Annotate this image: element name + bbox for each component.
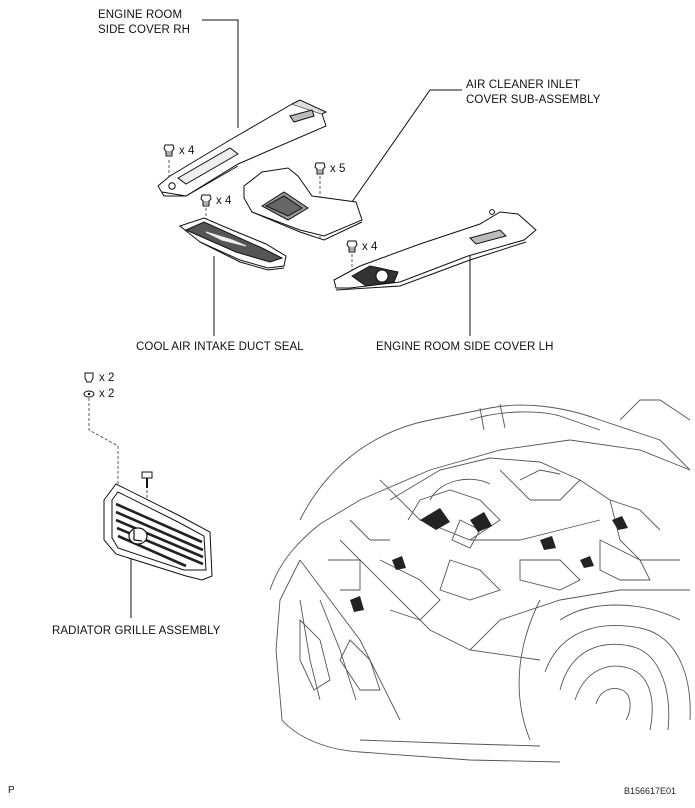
figure-id: B156617E01 [624,786,677,796]
clip-icon-aircleaner [314,162,326,175]
car-body-illustration [269,399,691,763]
label-air-cleaner-inlet-cover: AIR CLEANER INLET COVER SUB-ASSEMBLY [466,79,601,106]
clip-nut-icon [83,390,95,398]
engine-shading [350,508,628,612]
air-cleaner-inlet-cover-part [243,167,363,241]
clip-icons [83,144,358,488]
label-radiator-grille-assembly: RADIATOR GRILLE ASSEMBLY [52,625,221,637]
clip-icon-rh [163,144,175,157]
qty-grille-clips: x 2 [99,388,115,400]
qty-grille-pins: x 2 [99,372,115,384]
label-engine-room-side-cover-lh: ENGINE ROOM SIDE COVER LH [376,341,554,353]
qty-rh-clips: x 4 [179,145,195,157]
leader-lines [130,19,471,618]
clip-icon-lh [346,240,358,253]
label-engine-room-side-cover-rh: ENGINE ROOM SIDE COVER RH [98,9,191,36]
leader-aircleaner [344,89,462,213]
qty-lh-clips: x 4 [362,241,378,253]
radiator-grille-part [103,483,213,581]
label-cool-air-intake-duct-seal: COOL AIR INTAKE DUCT SEAL [136,341,304,353]
leader-rh [202,19,239,128]
pin-icon [84,372,94,383]
corner-marker-p: P [8,785,15,796]
bolt-icon [141,471,153,488]
engine-room-side-cover-lh-part [333,209,537,291]
engine-room-side-cover-rh-part [157,99,328,197]
cool-air-intake-duct-seal-part [178,217,287,271]
qty-aircleaner-clips: x 5 [330,163,346,175]
qty-duct-seal-clips: x 4 [216,195,232,207]
clip-icon-duct [200,194,212,207]
